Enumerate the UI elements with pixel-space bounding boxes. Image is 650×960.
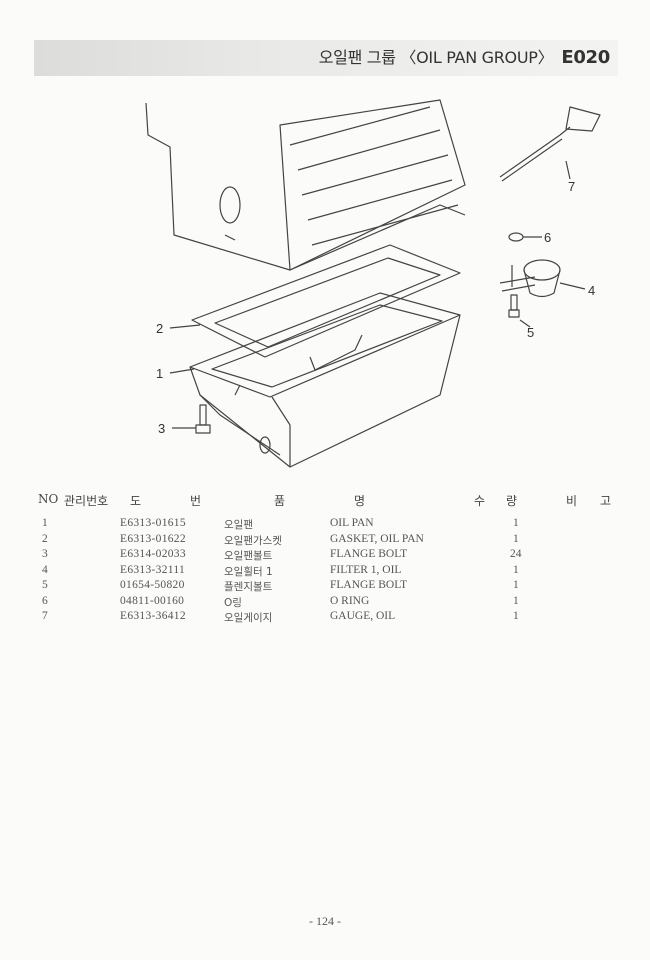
bolt-3: [199, 404, 207, 426]
row-name-english: FLANGE BOLT: [330, 579, 408, 591]
row-quantity: 24: [510, 548, 522, 560]
row-part-number: E6313-01622: [120, 532, 186, 545]
table-row: 3 E6314-02033 오일팬볼트 FLANGE BOLT 24: [0, 548, 650, 564]
col-no: NO: [38, 492, 59, 506]
row-name-korean: 오일팬가스켓: [224, 534, 282, 547]
col-mgmt-no: 관리번호: [64, 494, 109, 508]
col-go: 고: [600, 494, 612, 508]
callout-7: 7: [568, 179, 575, 194]
engine-block-outline: [145, 102, 466, 271]
callout-3: 3: [158, 421, 165, 436]
callout-4: 4: [588, 283, 595, 298]
row-no: 4: [42, 563, 48, 576]
row-part-number: E6313-01615: [120, 517, 186, 529]
row-quantity: 1: [513, 610, 519, 622]
row-name-english: FLANGE BOLT: [330, 548, 408, 560]
row-part-number: E6313-36412: [120, 610, 186, 622]
callout-6: 6: [544, 230, 551, 245]
page-title: 오일팬 그룹 〈OIL PAN GROUP〉 E020: [318, 44, 611, 68]
row-name-korean: 오일휠터 1: [224, 565, 273, 578]
group-code: E020: [561, 47, 610, 68]
table-row: 5 01654-50820 플렌지볼트 FLANGE BOLT 1: [0, 579, 650, 595]
header-band: [34, 40, 618, 76]
oil-filter-4: [523, 259, 561, 281]
callout-1: 1: [156, 366, 163, 381]
parts-table: 1 E6313-01615 오일팬 OIL PAN 1 2 E6313-0162…: [0, 517, 650, 626]
row-quantity: 1: [513, 517, 519, 529]
row-part-number: E6313-32111: [120, 563, 186, 576]
row-name-english: FILTER 1, OIL: [330, 563, 402, 576]
row-part-number: E6314-02033: [120, 548, 186, 560]
col-bi: 비: [566, 494, 578, 508]
col-pum: 품: [274, 494, 286, 508]
flange-bolt-5: [510, 294, 518, 311]
table-row: 6 04811-00160 O링 O RING 1: [0, 595, 650, 611]
col-ryang: 량: [506, 494, 518, 508]
row-name-english: O RING: [330, 594, 370, 607]
row-no: 6: [42, 594, 48, 607]
oil-gauge-7: [499, 134, 563, 182]
row-name-korean: 플렌지볼트: [224, 581, 273, 593]
table-row: 2 E6313-01622 오일팬가스켓 GASKET, OIL PAN 1: [0, 533, 650, 549]
table-row: 4 E6313-32111 오일휠터 1 FILTER 1, OIL 1: [0, 564, 650, 580]
gasket-outline: [191, 244, 461, 358]
row-name-korean: 오일팬: [224, 519, 253, 531]
col-beon: 번: [190, 494, 202, 508]
row-quantity: 1: [513, 563, 519, 576]
row-name-english: GAUGE, OIL: [330, 610, 396, 622]
page-number: - 124 -: [309, 914, 341, 928]
col-su: 수: [474, 494, 486, 508]
row-name-korean: 오일팬볼트: [224, 550, 273, 562]
row-no: 7: [42, 610, 48, 622]
row-quantity: 1: [513, 532, 519, 545]
row-no: 1: [42, 517, 48, 529]
row-quantity: 1: [513, 579, 519, 591]
o-ring-6: [508, 232, 524, 242]
row-name-english: OIL PAN: [330, 517, 374, 529]
row-name-english: GASKET, OIL PAN: [330, 532, 424, 545]
row-no: 3: [42, 548, 48, 560]
callout-2: 2: [156, 321, 163, 336]
parts-table-header: NO 관리번호 도 번 품 명 수 량 비 고: [0, 492, 650, 510]
col-myeong: 명: [354, 494, 366, 508]
table-row: 1 E6313-01615 오일팬 OIL PAN 1: [0, 517, 650, 533]
row-name-korean: O링: [224, 596, 242, 609]
group-title: 오일팬 그룹 〈OIL PAN GROUP〉: [318, 48, 554, 67]
col-do: 도: [130, 494, 142, 508]
row-no: 5: [42, 579, 48, 591]
row-name-korean: 오일게이지: [224, 612, 273, 624]
callout-5: 5: [527, 325, 534, 340]
row-quantity: 1: [513, 594, 519, 607]
oil-pan-outline: [189, 292, 461, 398]
row-part-number: 01654-50820: [120, 579, 185, 591]
row-no: 2: [42, 532, 48, 545]
row-part-number: 04811-00160: [120, 594, 185, 607]
exploded-parts-diagram: 1 2 3 4 5 6 7: [145, 99, 601, 468]
table-row: 7 E6313-36412 오일게이지 GAUGE, OIL 1: [0, 610, 650, 626]
